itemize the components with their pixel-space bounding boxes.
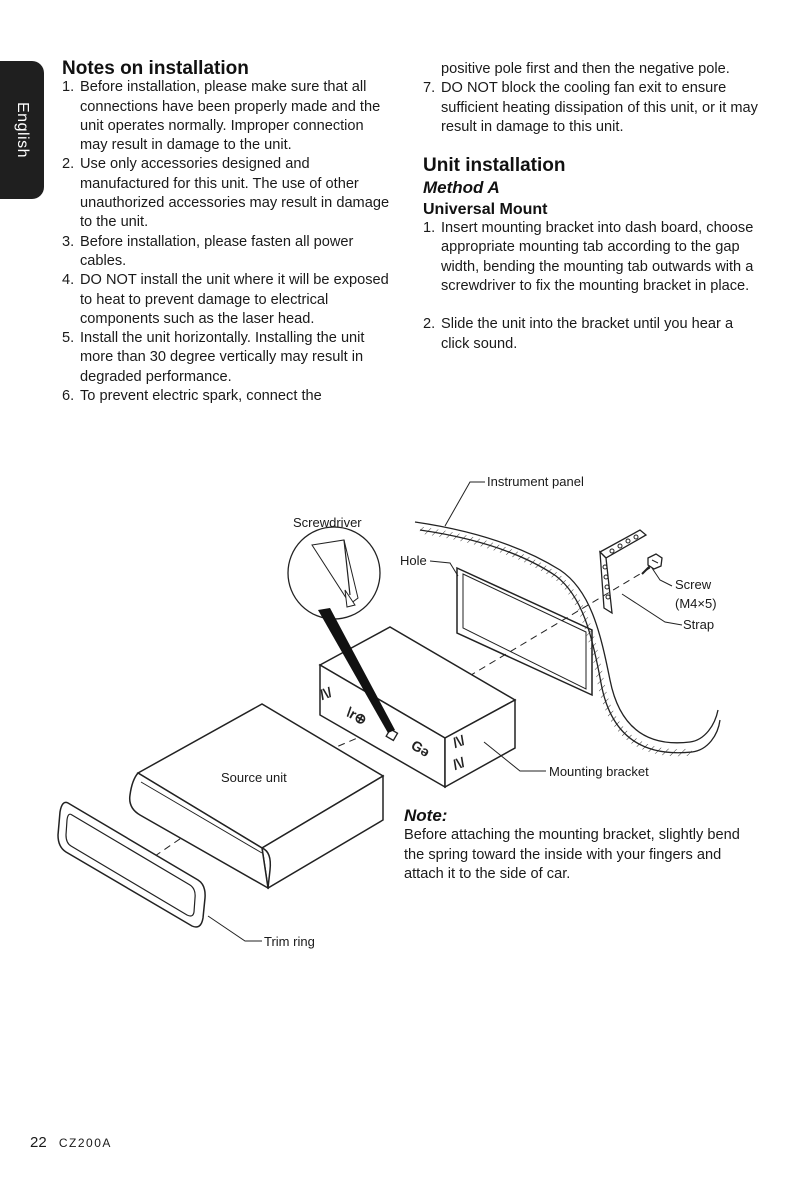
label-screw-size: (M4×5) bbox=[675, 596, 717, 611]
page-footer: 22 CZ200A bbox=[30, 1134, 112, 1151]
mount-subtitle: Universal Mount bbox=[423, 200, 548, 218]
item-text: Before installation, please make sure th… bbox=[80, 79, 381, 154]
instrument-panel bbox=[414, 521, 721, 757]
method-heading: Method A bbox=[423, 178, 500, 198]
note-section: Note: Before attaching the mounting brac… bbox=[404, 806, 764, 884]
language-tab-label: English bbox=[14, 102, 31, 158]
step-number: 2. bbox=[423, 316, 436, 333]
screwdriver bbox=[287, 526, 395, 733]
callout-lines bbox=[207, 481, 683, 942]
item-text: DO NOT install the unit where it will be… bbox=[80, 272, 389, 327]
model-name: CZ200A bbox=[58, 1136, 112, 1150]
list-item: 4. DO NOT install the unit where it will… bbox=[62, 271, 392, 329]
label-trim-ring: Trim ring bbox=[264, 934, 315, 949]
item-number: 2. bbox=[62, 156, 75, 173]
item-number: 6. bbox=[62, 388, 75, 405]
item-continuation: positive pole first and then the negativ… bbox=[441, 61, 730, 77]
list-item: 2. Use only accessories designed and man… bbox=[62, 155, 392, 232]
label-screw: Screw bbox=[675, 577, 712, 592]
source-unit bbox=[128, 703, 385, 890]
svg-text:/\/: /\/ bbox=[451, 732, 468, 751]
list-item: 6. To prevent electric spark, connect th… bbox=[62, 387, 392, 406]
step-text: Slide the unit into the bracket until yo… bbox=[441, 316, 734, 352]
installation-diagram: /\/ \r⊕ ◻ Gǝ /\/ /\/ Instr bbox=[57, 474, 721, 949]
screw bbox=[641, 553, 663, 575]
notes-list: 1. Before installation, please make sure… bbox=[62, 78, 392, 406]
panel-hole bbox=[456, 566, 593, 697]
item-text: To prevent electric spark, connect the bbox=[80, 388, 322, 405]
label-screwdriver: Screwdriver bbox=[293, 515, 362, 530]
notes-section: Notes on installation 1. Before installa… bbox=[62, 59, 392, 406]
trim-ring bbox=[57, 801, 206, 928]
item-text: Before installation, please fasten all p… bbox=[80, 233, 354, 269]
mounting-bracket: /\/ \r⊕ ◻ Gǝ /\/ /\/ bbox=[318, 626, 517, 789]
label-strap: Strap bbox=[683, 617, 714, 632]
list-item: 5. Install the unit horizontally. Instal… bbox=[62, 329, 392, 387]
item-number: 4. bbox=[62, 272, 75, 289]
item-number: 1. bbox=[62, 79, 75, 96]
item-number: 3. bbox=[62, 233, 75, 250]
label-instrument-panel: Instrument panel bbox=[487, 474, 584, 489]
step-text: Insert mounting bracket into dash board,… bbox=[441, 220, 754, 294]
note-title: Note: bbox=[404, 806, 448, 825]
label-source-unit: Source unit bbox=[221, 770, 287, 785]
label-mounting-bracket: Mounting bracket bbox=[549, 764, 649, 779]
right-column: positive pole first and then the negativ… bbox=[423, 60, 763, 354]
list-item: 2. Slide the unit into the bracket until… bbox=[423, 315, 763, 354]
item-number: 5. bbox=[62, 330, 75, 347]
strap bbox=[598, 529, 648, 615]
item-number: 7. bbox=[423, 80, 436, 97]
svg-text:/\/: /\/ bbox=[451, 754, 468, 773]
item-text: Use only accessories designed and manufa… bbox=[80, 156, 390, 231]
item-text: DO NOT block the cooling fan exit to ens… bbox=[441, 80, 758, 135]
list-item: 7. DO NOT block the cooling fan exit to … bbox=[423, 79, 763, 137]
svg-text:/\/: /\/ bbox=[318, 684, 335, 703]
step-number: 1. bbox=[423, 220, 436, 237]
list-item: 1. Insert mounting bracket into dash boa… bbox=[423, 219, 763, 296]
list-item: 1. Before installation, please make sure… bbox=[62, 78, 392, 155]
page-number: 22 bbox=[30, 1134, 47, 1151]
list-item: 3. Before installation, please fasten al… bbox=[62, 233, 392, 272]
label-hole: Hole bbox=[400, 553, 427, 568]
item-text: Install the unit horizontally. Installin… bbox=[80, 330, 365, 385]
language-tab: English bbox=[0, 61, 44, 199]
notes-title: Notes on installation bbox=[62, 58, 249, 79]
unit-installation-title: Unit installation bbox=[423, 155, 566, 177]
note-text: Before attaching the mounting bracket, s… bbox=[404, 827, 740, 882]
